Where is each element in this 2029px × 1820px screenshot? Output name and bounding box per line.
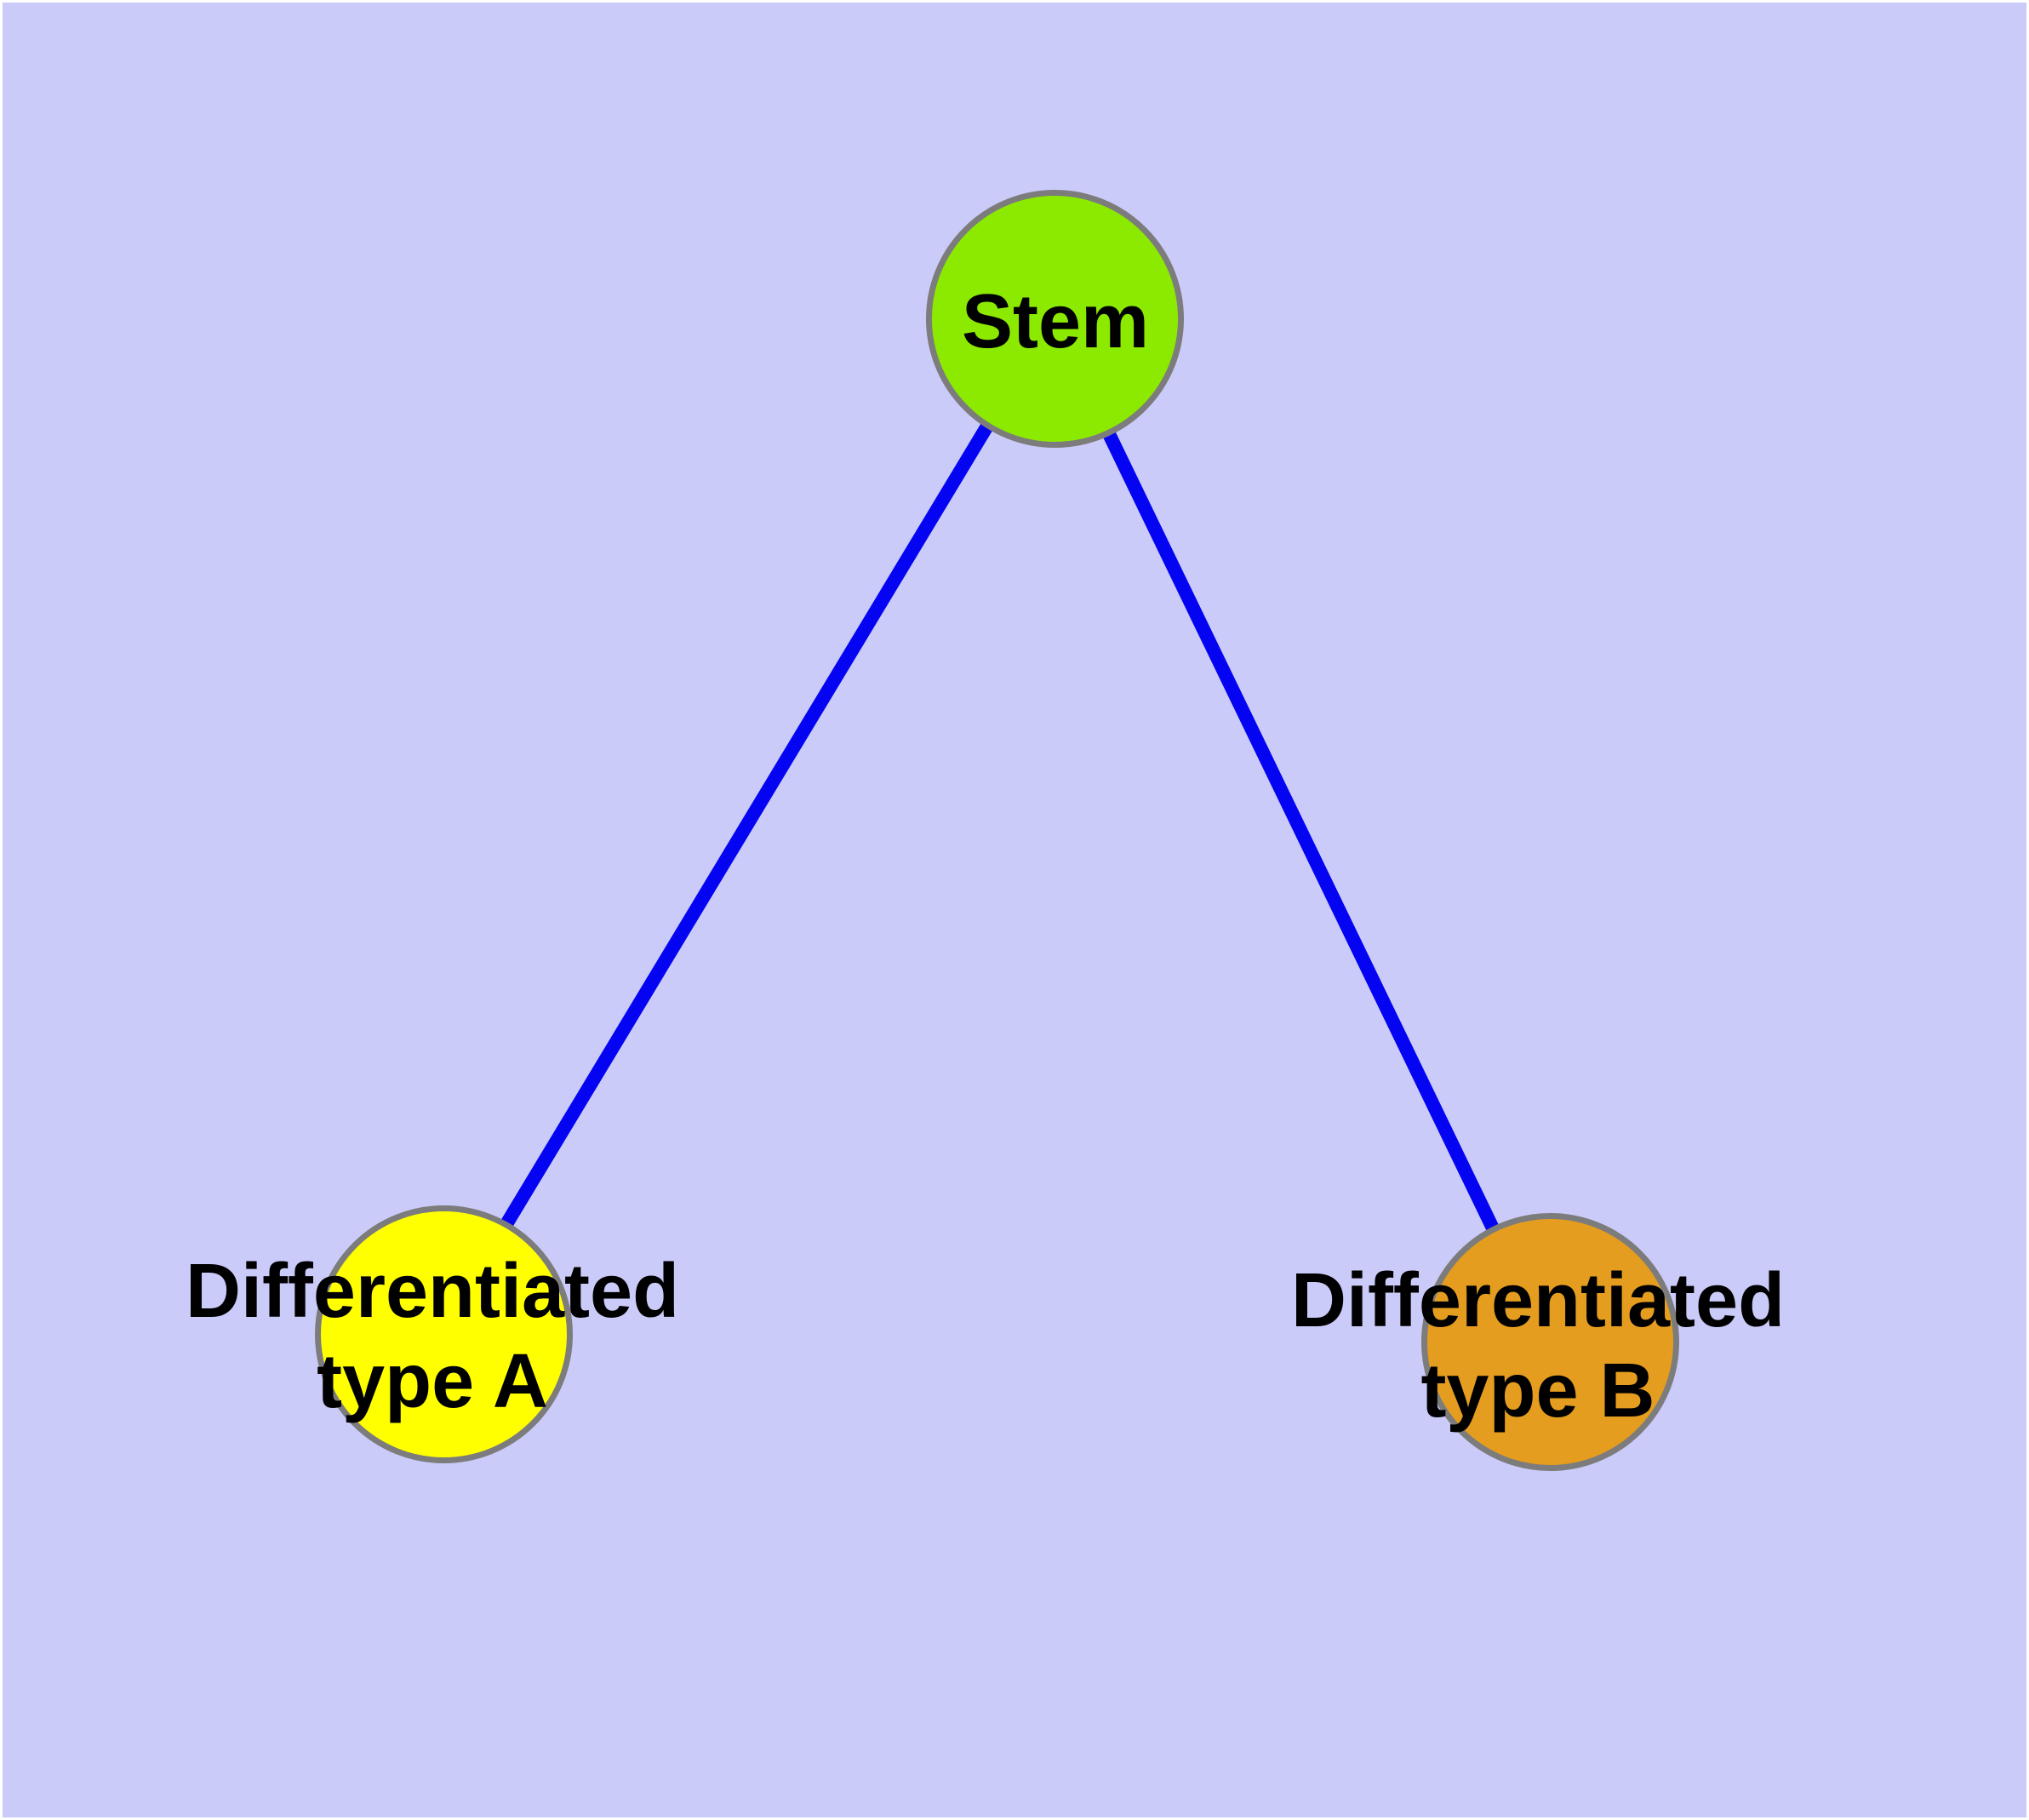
node-stem-circle: [926, 190, 1184, 448]
node-differentiated-type-b-circle: [1421, 1213, 1679, 1471]
node-differentiated-type-b-label-line2: type B: [1420, 1348, 1655, 1434]
node-differentiated-type-a-label-line2: type A: [317, 1339, 548, 1424]
edge-stem-to-diff-a: [437, 313, 1059, 1334]
node-differentiated-type-a-circle: [315, 1205, 573, 1463]
node-differentiated-type-a-label-line1: Differentiated: [185, 1249, 680, 1334]
node-stem-label: Stem: [961, 279, 1150, 364]
node-differentiated-type-b-label-line1: Differentiated: [1290, 1258, 1786, 1343]
edges-layer: [437, 313, 1552, 1342]
node-differentiated-type-b-label: Differentiated type B: [1291, 1256, 1785, 1436]
edge-stem-to-diff-b: [1046, 314, 1552, 1342]
node-differentiated-type-a-label: Differentiated type A: [186, 1246, 679, 1427]
